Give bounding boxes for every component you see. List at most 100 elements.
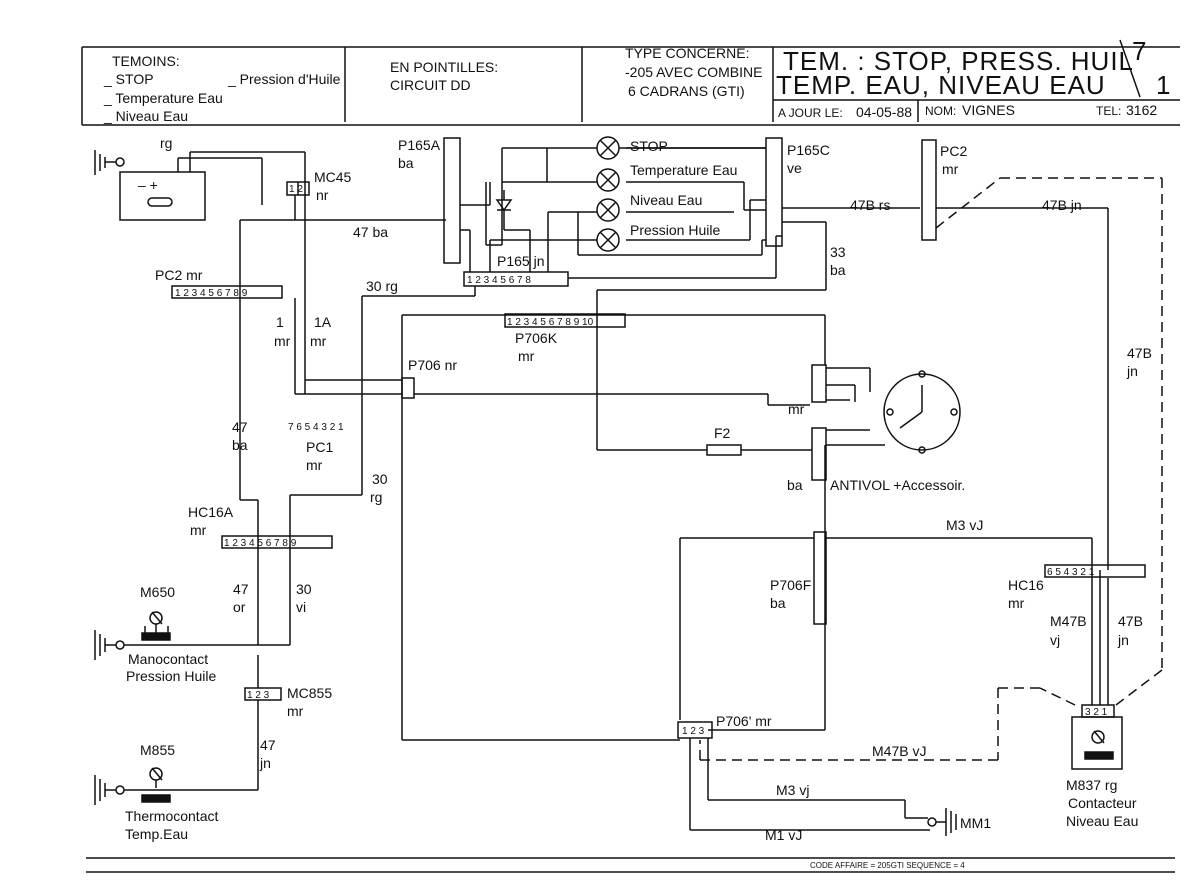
wire-m47b-vj: M47B bbox=[1050, 613, 1087, 629]
type-line-3: 6 CADRANS (GTI) bbox=[628, 83, 745, 99]
connector-p706f-color: ba bbox=[770, 595, 786, 611]
connector-p165c-color: ve bbox=[787, 160, 802, 176]
component-antivol: ANTIVOL +Accessoir. bbox=[830, 477, 965, 493]
tel-value: 3162 bbox=[1126, 102, 1157, 118]
wire-47b-jn-low-color: jn bbox=[1117, 632, 1129, 648]
wire-1-color: mr bbox=[274, 333, 291, 349]
page-number-top: 7 bbox=[1132, 36, 1147, 66]
wire-m3-vj-top: M3 vJ bbox=[946, 517, 983, 533]
connector-mc45-color: nr bbox=[316, 187, 329, 203]
wire-m47b-vj-color: vj bbox=[1050, 632, 1060, 648]
type-title: TYPE CONCERNE: bbox=[625, 45, 749, 61]
fuse-f2: F2 bbox=[714, 425, 731, 441]
lamp-label-pression: Pression Huile bbox=[630, 222, 720, 238]
temoins-title: TEMOINS: bbox=[112, 53, 180, 69]
wire-m47b-vj-low: M47B vJ bbox=[872, 743, 926, 759]
connector-p165c: P165C bbox=[787, 142, 830, 158]
pins-m837: 3 2 1 bbox=[1085, 707, 1108, 718]
lamp-label-temperature: Temperature Eau bbox=[630, 162, 737, 178]
temoins-item-temp: _ Temperature Eau bbox=[103, 90, 223, 106]
component-thermocontact-line2: Temp.Eau bbox=[125, 826, 188, 842]
pins-hc16: 6 5 4 3 2 1 bbox=[1047, 567, 1095, 578]
wire-30-vi-color: vi bbox=[296, 599, 306, 615]
pins-hc16a: 1 2 3 4 5 6 7 8 9 bbox=[224, 538, 297, 549]
connector-p165a: P165A bbox=[398, 137, 441, 153]
wire-47-ba-left: 47 bbox=[232, 419, 248, 435]
pointilles-title: EN POINTILLES: bbox=[390, 59, 498, 75]
pins-pc2-left: 1 2 3 4 5 6 7 8 9 bbox=[175, 288, 248, 299]
wire-47-or: 47 bbox=[233, 581, 249, 597]
connector-p706l: P706' mr bbox=[716, 713, 772, 729]
connector-pc2-right: PC2 bbox=[940, 143, 967, 159]
wire-m3-vj-low: M3 vj bbox=[776, 782, 809, 798]
wire-47b-rs: 47B rs bbox=[850, 197, 890, 213]
pins-p706l: 1 2 3 bbox=[682, 726, 705, 737]
battery-terminals: – + bbox=[138, 177, 158, 193]
component-mm1: MM1 bbox=[960, 815, 991, 831]
wire-47-ba-left-color: ba bbox=[232, 437, 248, 453]
pointilles-value: CIRCUIT DD bbox=[390, 77, 471, 93]
wire-33-color: ba bbox=[830, 262, 846, 278]
diagram-title-line2: TEMP. EAU, NIVEAU EAU bbox=[776, 70, 1106, 100]
connector-pc1: PC1 bbox=[306, 439, 333, 455]
diagram-title-line1: TEM. : STOP, PRESS. HUIL bbox=[783, 46, 1134, 76]
connector-pc1-color: mr bbox=[306, 457, 323, 473]
tel-label: TEL: bbox=[1096, 104, 1121, 118]
temoins-item-stop: _ STOP bbox=[103, 71, 154, 87]
connector-p706k-color: mr bbox=[518, 348, 535, 364]
connector-p706: P706 nr bbox=[408, 357, 457, 373]
wire-47b-jn-right: 47B bbox=[1127, 345, 1152, 361]
component-manocontact-line2: Pression Huile bbox=[126, 668, 216, 684]
connector-pc2-left: PC2 mr bbox=[155, 267, 203, 283]
wire-30-rg-top: 30 rg bbox=[366, 278, 398, 294]
wire-30-rg-mid-color: rg bbox=[370, 489, 382, 505]
connector-hc16-color: mr bbox=[1008, 595, 1025, 611]
connector-pc2-right-color: mr bbox=[942, 161, 959, 177]
wire-30-vi: 30 bbox=[296, 581, 312, 597]
connector-p706f: P706F bbox=[770, 577, 811, 593]
lamp-label-niveau: Niveau Eau bbox=[630, 192, 702, 208]
wire-1a: 1A bbox=[314, 314, 332, 330]
component-m837-line3: Niveau Eau bbox=[1066, 813, 1138, 829]
pins-mc855: 1 2 3 bbox=[247, 690, 270, 701]
wire-47b-jn-top: 47B jn bbox=[1042, 197, 1082, 213]
wire-mr-antivol: mr bbox=[788, 401, 805, 417]
wire-ba-antivol: ba bbox=[787, 477, 803, 493]
wire-47-jn-color: jn bbox=[259, 755, 271, 771]
pins-p165: 1 2 3 4 5 6 7 8 bbox=[467, 275, 531, 286]
pins-mc45: 1 2 bbox=[289, 184, 303, 195]
ajour-label: A JOUR LE: bbox=[778, 106, 843, 120]
type-line-2: -205 AVEC COMBINE bbox=[625, 64, 762, 80]
component-manocontact-line1: Manocontact bbox=[128, 651, 208, 667]
lamp-label-stop: STOP bbox=[630, 138, 668, 154]
temoins-item-pression: _ Pression d'Huile bbox=[227, 71, 341, 87]
nom-label: NOM: bbox=[925, 104, 956, 118]
wire-30-rg-mid: 30 bbox=[372, 471, 388, 487]
component-m855: M855 bbox=[140, 742, 175, 758]
pins-p706k: 1 2 3 4 5 6 7 8 9 10 bbox=[507, 317, 594, 328]
wire-47b-jn-right-color: jn bbox=[1126, 363, 1138, 379]
wire-rg-battery: rg bbox=[160, 135, 172, 151]
page-number-bottom: 1 bbox=[1156, 70, 1171, 100]
component-m837-line2: Contacteur bbox=[1068, 795, 1137, 811]
pins-pc1: 7 6 5 4 3 2 1 bbox=[288, 422, 344, 433]
wire-47-ba-top: 47 ba bbox=[353, 224, 388, 240]
connector-hc16a: HC16A bbox=[188, 504, 234, 520]
nom-value: VIGNES bbox=[962, 102, 1015, 118]
connector-p165: P165 jn bbox=[497, 253, 544, 269]
ajour-value: 04-05-88 bbox=[856, 104, 912, 120]
connector-mc855: MC855 bbox=[287, 685, 332, 701]
component-m837: M837 rg bbox=[1066, 777, 1117, 793]
wire-1: 1 bbox=[276, 314, 284, 330]
wire-47-jn: 47 bbox=[260, 737, 276, 753]
connector-hc16: HC16 bbox=[1008, 577, 1044, 593]
connector-mc45: MC45 bbox=[314, 169, 352, 185]
wire-47b-jn-low: 47B bbox=[1118, 613, 1143, 629]
connector-mc855-color: mr bbox=[287, 703, 304, 719]
wire-1a-color: mr bbox=[310, 333, 327, 349]
temoins-item-niveau: _ Niveau Eau bbox=[103, 108, 188, 124]
connector-hc16a-color: mr bbox=[190, 522, 207, 538]
wire-m1-vj: M1 vJ bbox=[765, 827, 802, 843]
wire-33: 33 bbox=[830, 244, 846, 260]
